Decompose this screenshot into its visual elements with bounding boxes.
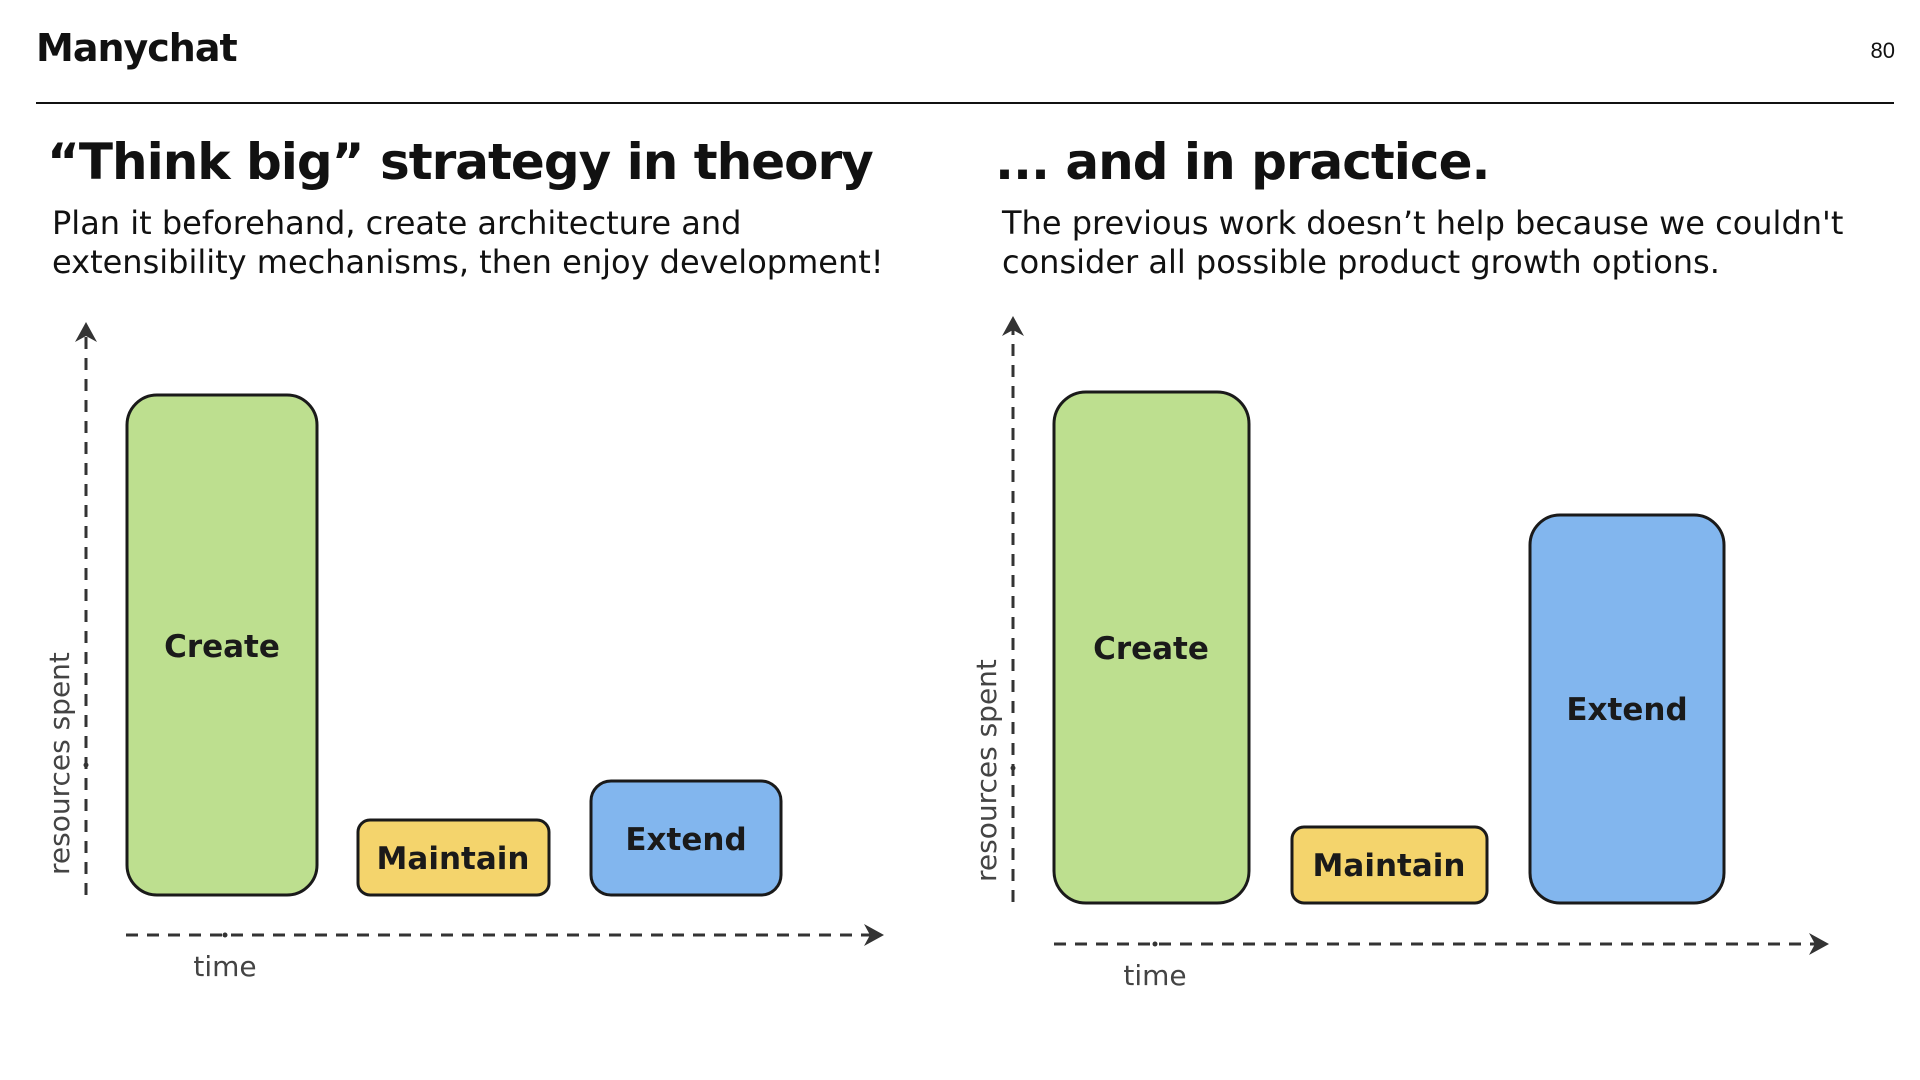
right-subtitle-line-1: The previous work doesn’t help because w… [1002,204,1844,242]
right-y-axis-arrowhead [1002,316,1024,336]
right-title: ... and in practice. [995,133,1490,191]
left-maintain-box [356,818,551,897]
left-y-axis-tick [83,762,89,768]
left-subtitle-line-2: extensibility mechanisms, then enjoy dev… [52,243,884,281]
left-subtitle: Plan it beforehand, create architecture … [52,204,884,282]
right-x-axis-label: time [1123,959,1186,992]
right-x-axis-tick [1152,941,1158,947]
left-x-axis-arrowhead [864,924,884,946]
right-maintain-box [1290,825,1489,905]
right-maintain-label: Maintain [1313,848,1466,884]
right-extend-box [1528,513,1726,905]
left-diagram: resources spent time Create Maintain Ext… [43,322,884,983]
right-subtitle-line-2: consider all possible product growth opt… [1002,243,1720,281]
header-divider [36,102,1894,104]
left-x-axis-label: time [193,950,256,983]
right-diagram: resources spent time Create Maintain Ext… [970,316,1829,992]
left-x-axis-tick [222,932,228,938]
left-title: “Think big” strategy in theory [47,133,874,191]
right-create-box [1052,390,1251,905]
left-subtitle-line-1: Plan it beforehand, create architecture … [52,204,742,242]
right-y-axis-label: resources spent [970,659,1003,882]
right-extend-label: Extend [1566,692,1687,728]
left-create-box [125,393,319,897]
right-y-axis-tick [1010,765,1016,771]
right-subtitle: The previous work doesn’t help because w… [1002,204,1843,282]
left-extend-box [589,779,783,897]
left-create-label: Create [164,629,280,665]
right-create-label: Create [1093,631,1209,667]
manychat-logo: Manychat [36,26,238,70]
right-x-axis-arrowhead [1809,933,1829,955]
left-y-axis-label: resources spent [43,652,76,875]
left-extend-label: Extend [625,822,746,858]
page-number: 80 [1870,38,1895,63]
left-y-axis-arrowhead [75,322,97,342]
left-maintain-label: Maintain [377,841,530,877]
